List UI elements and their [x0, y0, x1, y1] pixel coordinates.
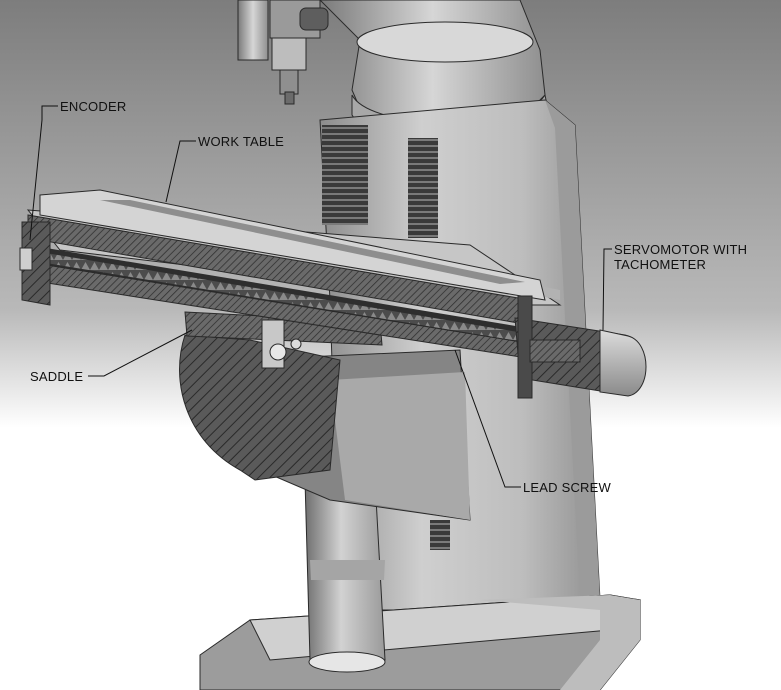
- encoder-housing: [21, 221, 51, 306]
- encoder-label: ENCODER: [60, 99, 126, 114]
- servomotor-label-line1: SERVOMOTOR WITH: [614, 242, 747, 257]
- encoder-leader: [29, 105, 58, 241]
- saddle-label: SADDLE: [30, 369, 83, 384]
- work-table: [19, 189, 562, 361]
- lead-screw-label: LEAD SCREW: [523, 480, 611, 495]
- column-bellows-right: [408, 138, 438, 238]
- column-bellows-left: [322, 125, 368, 225]
- lead-screw-threads: [40, 252, 530, 343]
- work-table-leader: [165, 140, 196, 203]
- work-table-label: WORK TABLE: [198, 134, 284, 149]
- callout-leaders: [29, 105, 612, 488]
- servomotor-leader: [602, 248, 612, 331]
- servomotor-label-line2: TACHOMETER: [614, 257, 706, 272]
- servomotor: [514, 295, 647, 399]
- saddle-leader: [88, 329, 193, 377]
- lead-screw-leader: [454, 349, 521, 488]
- callout-labels: ENCODER WORK TABLE SERVOMOTOR WITH TACHO…: [30, 99, 747, 495]
- knee-pedestal: [304, 479, 386, 673]
